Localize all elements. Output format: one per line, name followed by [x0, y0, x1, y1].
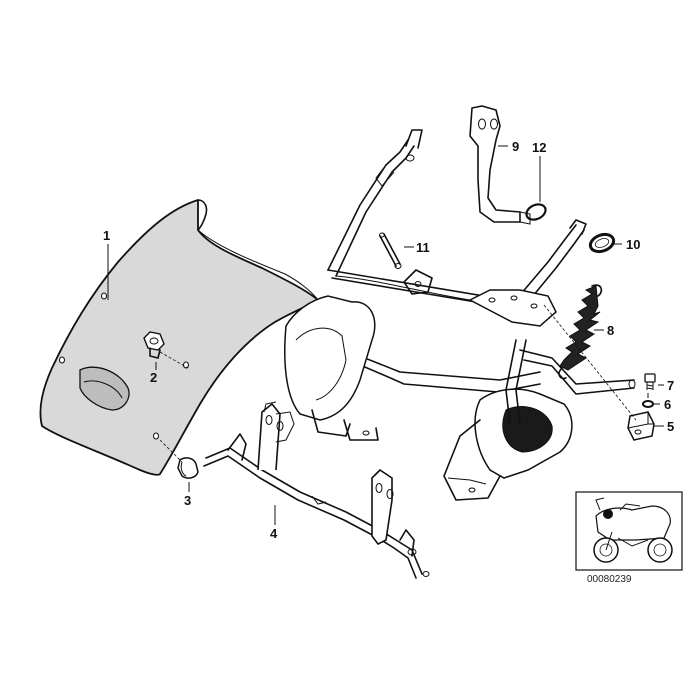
motorcycle-thumbnail: [575, 491, 683, 571]
location-marker-icon: [603, 509, 613, 519]
bolt: [644, 373, 656, 390]
pin: [379, 232, 402, 269]
tension-spring: [558, 284, 603, 380]
callout-12: 12: [532, 140, 546, 155]
callout-2: 2: [150, 370, 157, 385]
callout-1: 1: [103, 228, 110, 243]
o-ring: [588, 232, 616, 254]
callout-labels: 1 2 3 4 5 6 7 8 9 10 11 12: [103, 139, 674, 541]
leader-lines: [107, 145, 664, 525]
holder-arm: [469, 105, 531, 225]
screw: [143, 331, 165, 359]
fairing-panel: [39, 199, 319, 476]
frame-assembly: [284, 129, 636, 501]
callout-7: 7: [667, 378, 674, 393]
callout-9: 9: [512, 139, 519, 154]
air-vent-opening: [79, 366, 130, 411]
callout-6: 6: [664, 397, 671, 412]
callout-8: 8: [607, 323, 614, 338]
callout-10: 10: [626, 237, 640, 252]
rubber-grommet: [177, 457, 199, 479]
ring: [525, 203, 547, 221]
square-nut: [627, 411, 655, 441]
mounting-bracket: [203, 401, 430, 579]
diagram-id: 00080239: [587, 574, 632, 585]
washer: [642, 400, 654, 408]
callout-11: 11: [416, 240, 430, 255]
callout-5: 5: [667, 419, 674, 434]
callout-4: 4: [270, 526, 278, 541]
callout-3: 3: [184, 493, 191, 508]
